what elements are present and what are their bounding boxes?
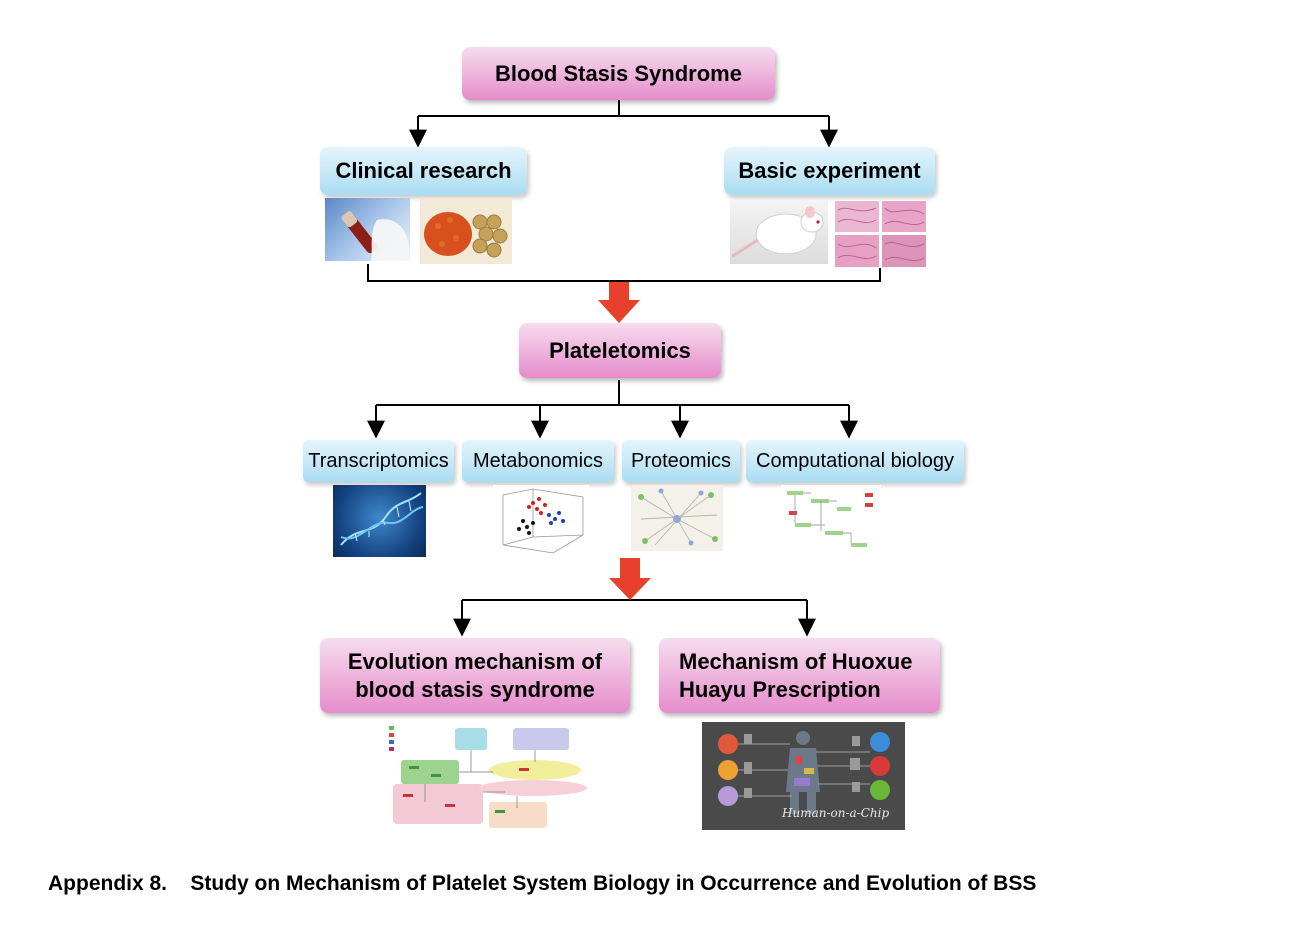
human-on-a-chip-label: Human-on-a-Chip — [782, 806, 890, 820]
clinical-research-label: Clinical research — [335, 158, 512, 183]
herbal-medicine-image — [420, 198, 512, 264]
basic-experiment-label: Basic experiment — [738, 158, 921, 183]
connector-hub — [376, 380, 849, 406]
human-on-a-chip-image: Human-on-a-Chip — [702, 722, 905, 830]
caption-text: Study on Mechanism of Platelet System Bi… — [190, 872, 1037, 895]
evolution-mechanism-line2: blood stasis syndrome — [355, 676, 595, 702]
computational-biology-label: Computational biology — [756, 449, 954, 472]
box-computational-biology: Computational biology — [746, 440, 964, 482]
red-arrow-2 — [609, 558, 651, 600]
metabonomics-label: Metabonomics — [472, 449, 604, 472]
box-huoxue-huayu-mechanism: Mechanism of Huoxue Huayu Prescription — [659, 638, 940, 713]
box-metabonomics: Metabonomics — [462, 440, 614, 482]
metabonomics-3d-scatter-image — [493, 485, 589, 557]
huoxue-mechanism-line1: Mechanism of Huoxue — [679, 648, 913, 674]
red-arrow-1 — [598, 282, 640, 323]
box-clinical-research: Clinical research — [320, 147, 527, 195]
transcriptomics-label: Transcriptomics — [308, 449, 449, 472]
proteomics-network-image — [631, 485, 723, 551]
transcriptomics-dna-image — [333, 485, 426, 557]
bracket-level1 — [367, 264, 881, 282]
blood-sample-tube-image — [325, 198, 410, 261]
huoxue-mechanism-line2: Huayu Prescription — [679, 676, 881, 702]
box-evolution-mechanism: Evolution mechanism of blood stasis synd… — [320, 638, 630, 713]
box-plateletomics: Plateletomics — [519, 323, 721, 378]
proteomics-label: Proteomics — [630, 449, 732, 472]
box-basic-experiment: Basic experiment — [724, 147, 935, 195]
connector-root — [418, 100, 829, 117]
evolution-pathway-map-image — [385, 722, 590, 830]
computational-pathway-image — [781, 485, 881, 557]
caption-label: Appendix 8. — [48, 872, 168, 895]
root-box-blood-stasis-syndrome: Blood Stasis Syndrome — [462, 47, 775, 100]
box-transcriptomics: Transcriptomics — [303, 440, 454, 482]
plateletomics-label: Plateletomics — [549, 337, 691, 363]
box-proteomics: Proteomics — [622, 440, 740, 482]
root-label: Blood Stasis Syndrome — [495, 60, 742, 86]
tissue-histology-image — [834, 200, 927, 268]
figure-caption: Appendix 8. Study on Mechanism of Platel… — [48, 872, 1036, 896]
evolution-mechanism-line1: Evolution mechanism of — [347, 648, 603, 674]
lab-rat-image — [730, 200, 828, 264]
